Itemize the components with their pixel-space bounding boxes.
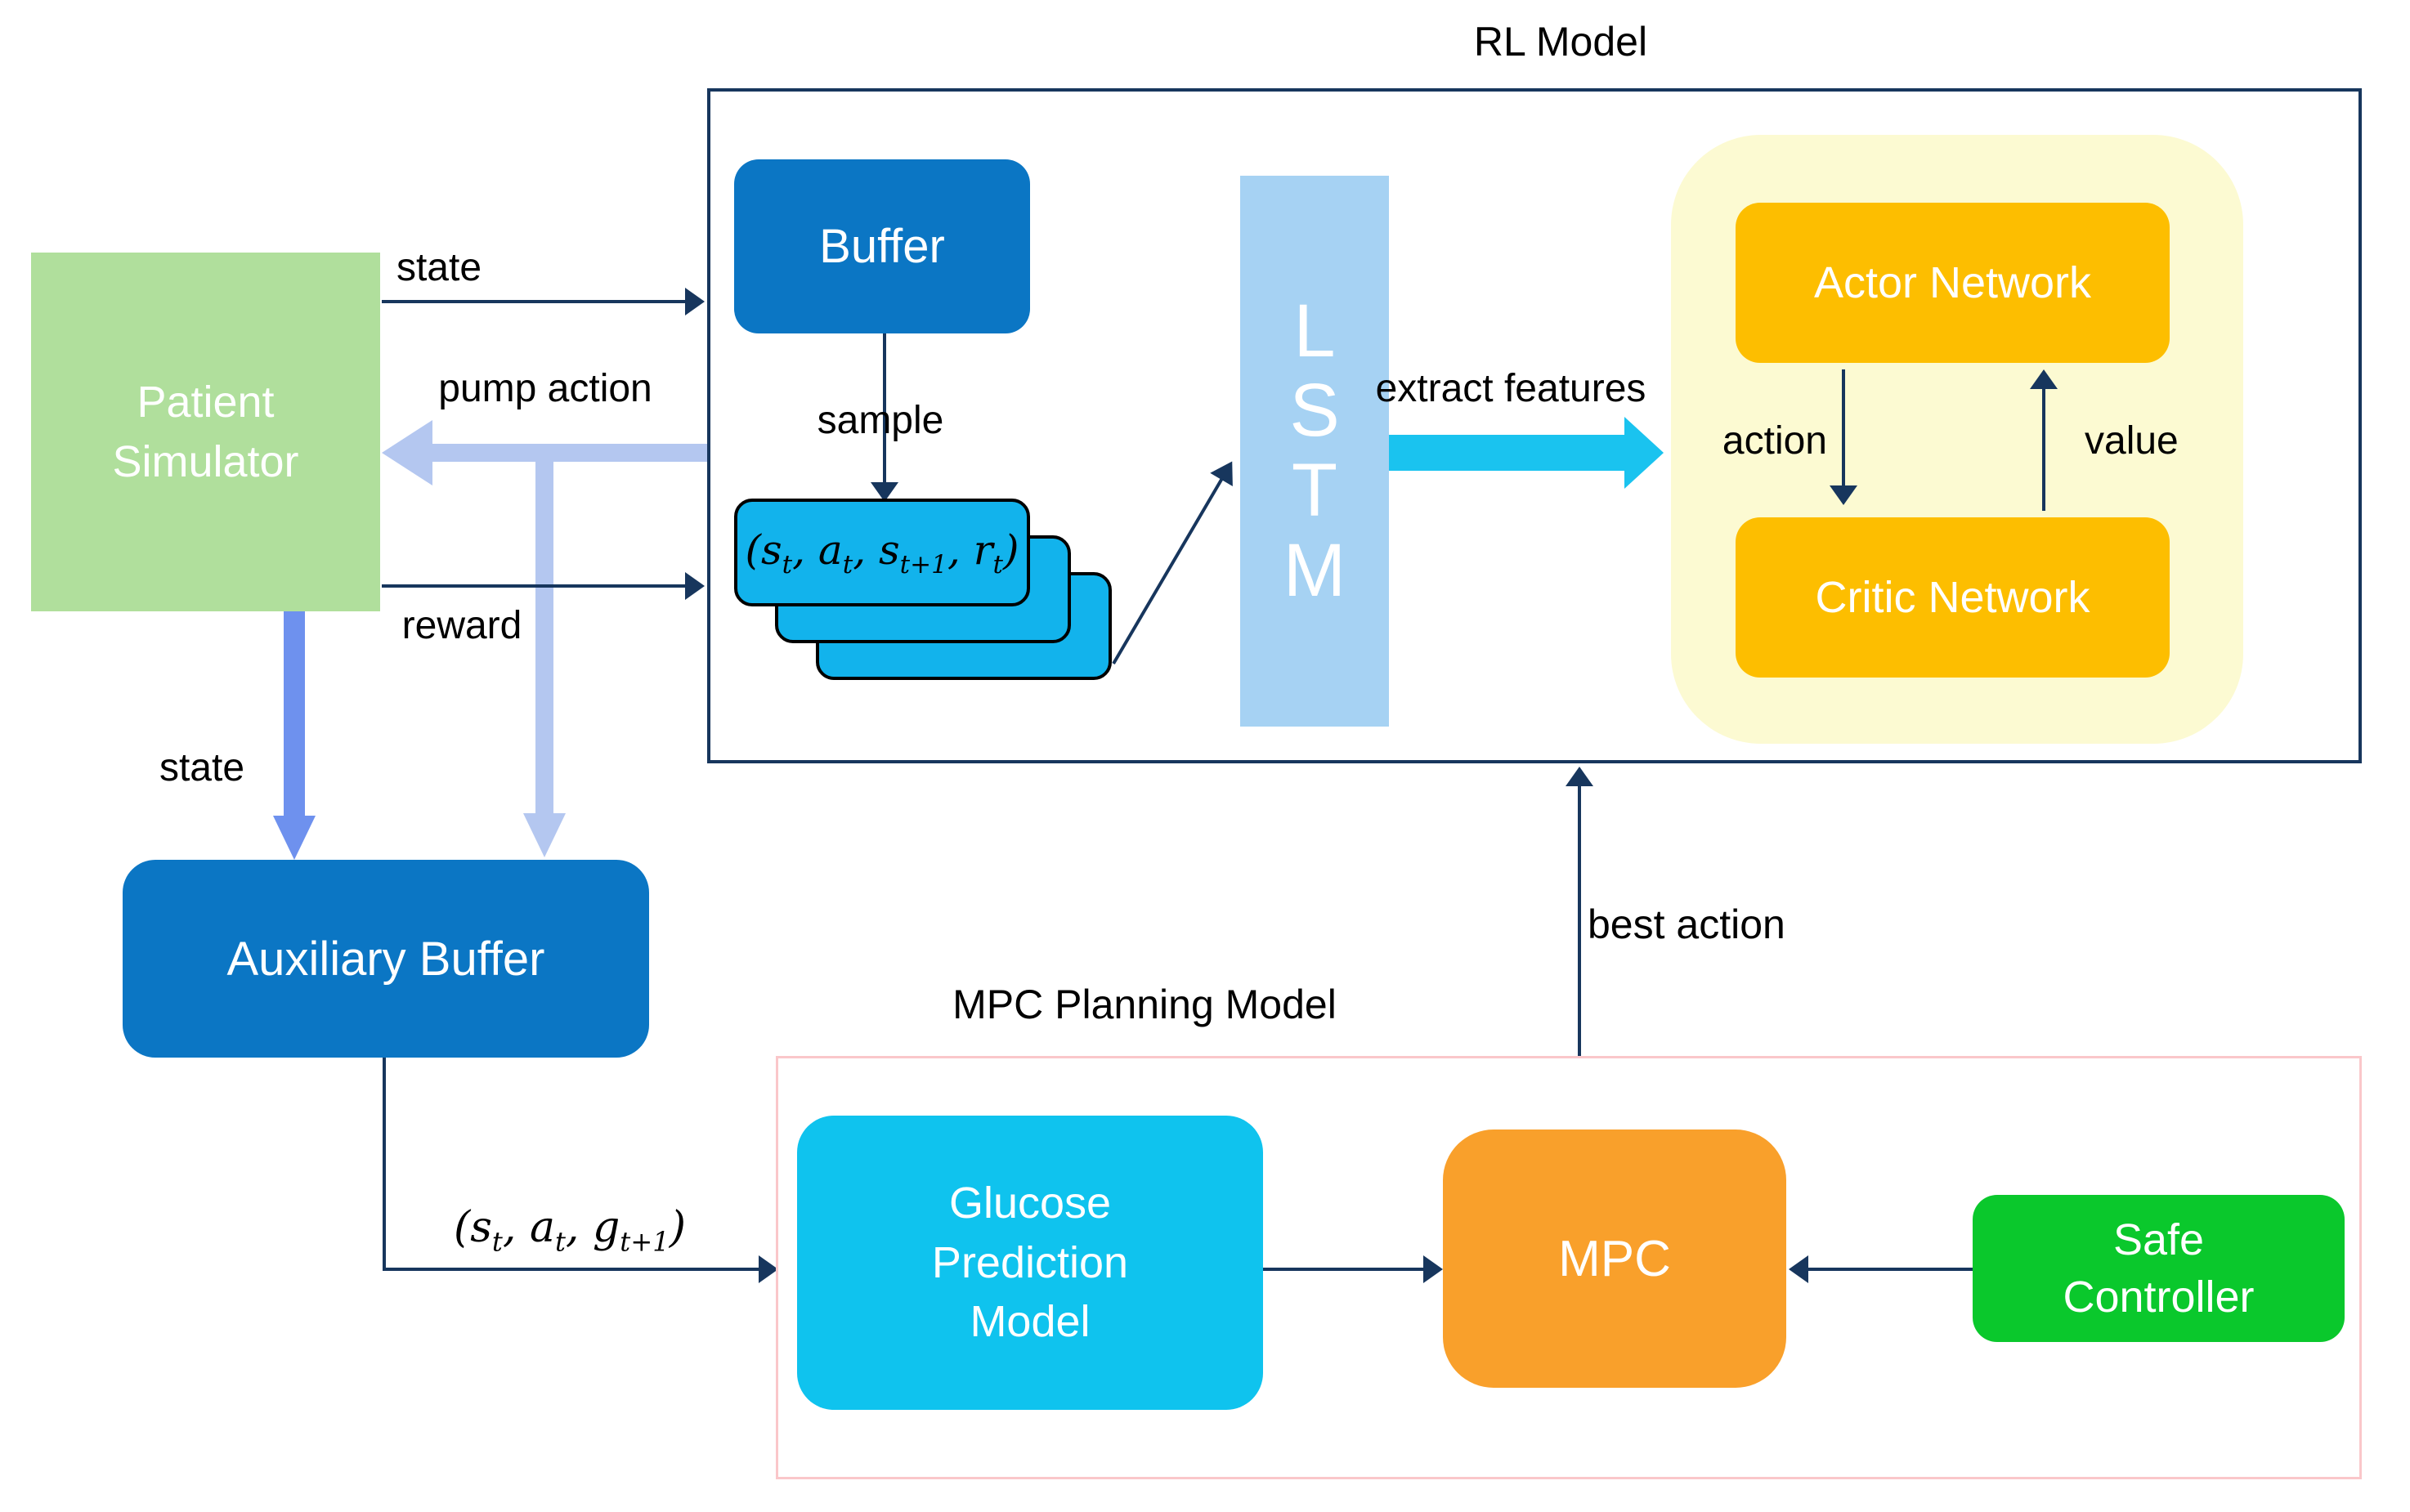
glucose-prediction-box: Glucose Prediction Model xyxy=(797,1116,1263,1410)
sample-label: sample xyxy=(817,399,944,442)
mpc-planning-frame xyxy=(776,1056,2362,1479)
state-down-arrowhead xyxy=(273,816,316,860)
aux-glucose-arrowhead xyxy=(759,1255,778,1283)
value-arrow-line xyxy=(2042,389,2045,511)
sample-arrow-line xyxy=(883,333,886,482)
lstm-letter-s: S xyxy=(1289,369,1340,453)
reward-label: reward xyxy=(401,604,522,647)
best-action-arrowhead xyxy=(1566,767,1593,786)
glucose-label-line1: Glucose xyxy=(948,1178,1112,1228)
glucose-mpc-arrow-line xyxy=(1263,1268,1423,1271)
best-action-arrow-line xyxy=(1578,786,1581,1056)
state-top-label: state xyxy=(396,246,482,289)
buffer-label: Buffer xyxy=(819,220,945,273)
patient-simulator-label-line2: Simulator xyxy=(112,436,299,486)
action-arrowhead xyxy=(1830,485,1857,505)
auxiliary-buffer-box: Auxiliary Buffer xyxy=(123,860,649,1058)
pump-action-label: pump action xyxy=(438,367,652,410)
extract-features-label: extract features xyxy=(1375,367,1646,410)
mpc-planning-title: MPC Planning Model xyxy=(952,982,1337,1027)
lstm-letter-t: T xyxy=(1291,449,1338,532)
action-arrow-line xyxy=(1842,369,1845,485)
aux-glucose-elbow-horizontal xyxy=(383,1268,759,1271)
reward-arrowhead xyxy=(685,572,705,600)
patient-simulator-box: Patient Simulator xyxy=(31,253,380,611)
aux-tuple-label: (st, at, gt+1) xyxy=(453,1203,687,1258)
pump-action-band xyxy=(432,444,707,462)
actor-network-box: Actor Network xyxy=(1736,203,2170,363)
pump-action-arrowhead xyxy=(382,420,432,485)
patient-simulator-label-line1: Patient xyxy=(137,377,275,427)
mpc-box: MPC xyxy=(1443,1130,1786,1388)
safe-controller-label-line2: Controller xyxy=(2063,1273,2255,1322)
extract-features-arrowhead xyxy=(1624,417,1664,489)
action-label: action xyxy=(1722,419,1827,463)
critic-network-label: Critic Network xyxy=(1815,573,2090,622)
tuple-stack-card-front: (st, at, st+1, rt) xyxy=(734,499,1030,606)
actor-network-label: Actor Network xyxy=(1813,258,2092,307)
value-arrowhead xyxy=(2030,369,2058,389)
glucose-label-line2: Prediction xyxy=(931,1237,1129,1287)
tuple-stack-label: (st, at, st+1, rt) xyxy=(745,526,1019,579)
glucose-label-line3: Model xyxy=(970,1297,1091,1347)
rl-model-title: RL Model xyxy=(1473,19,1648,65)
safe-mpc-arrowhead xyxy=(1789,1255,1808,1283)
state-top-arrowhead xyxy=(685,288,705,315)
glucose-mpc-arrowhead xyxy=(1423,1255,1443,1283)
safe-mpc-arrow-line xyxy=(1808,1268,1973,1271)
critic-network-box: Critic Network xyxy=(1736,517,2170,678)
state-down-label: state xyxy=(159,746,245,790)
auxiliary-buffer-label: Auxiliary Buffer xyxy=(226,932,545,986)
lstm-letter-m: M xyxy=(1283,528,1346,612)
rl-model-frame xyxy=(707,88,2362,763)
best-action-label: best action xyxy=(1588,901,1785,947)
safe-controller-label-line1: Safe xyxy=(2112,1215,2205,1264)
value-label: value xyxy=(2085,419,2179,463)
pump-action-branch xyxy=(535,460,553,813)
extract-features-shaft xyxy=(1389,435,1624,471)
lstm-letter-l: L xyxy=(1293,289,1336,373)
reward-arrow-line xyxy=(382,584,686,588)
lstm-box: L S T M xyxy=(1240,176,1389,727)
aux-glucose-elbow-vertical xyxy=(383,1058,386,1269)
pump-action-branch-arrowhead xyxy=(523,813,566,857)
buffer-box: Buffer xyxy=(734,159,1030,333)
mpc-label: MPC xyxy=(1558,1230,1671,1287)
state-top-arrow-line xyxy=(382,300,686,303)
safe-controller-box: Safe Controller xyxy=(1973,1195,2345,1342)
state-down-arrow-shaft xyxy=(284,611,305,816)
